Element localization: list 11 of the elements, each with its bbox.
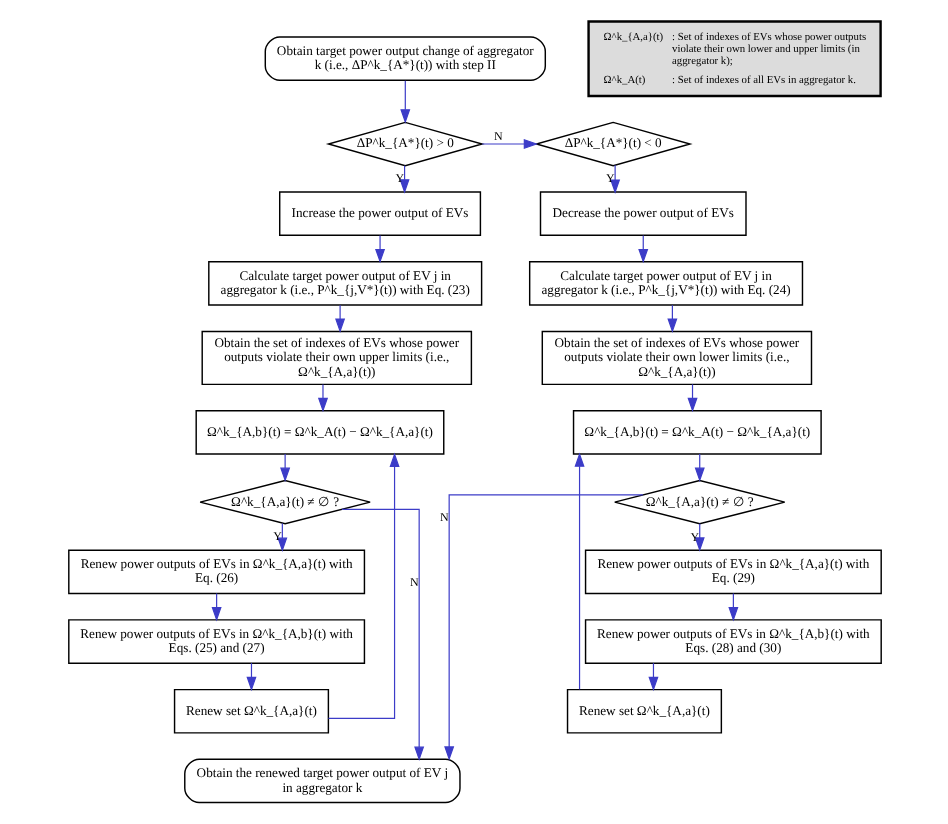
arrow — [326, 452, 399, 720]
arrow — [374, 234, 385, 264]
arrow — [399, 80, 410, 124]
arrow — [480, 138, 538, 150]
arrow — [279, 453, 290, 483]
arrow — [334, 304, 345, 333]
arrow — [609, 164, 620, 194]
arrow — [443, 494, 643, 761]
arrow — [340, 508, 424, 761]
arrow — [316, 383, 328, 413]
arrow — [573, 452, 584, 690]
